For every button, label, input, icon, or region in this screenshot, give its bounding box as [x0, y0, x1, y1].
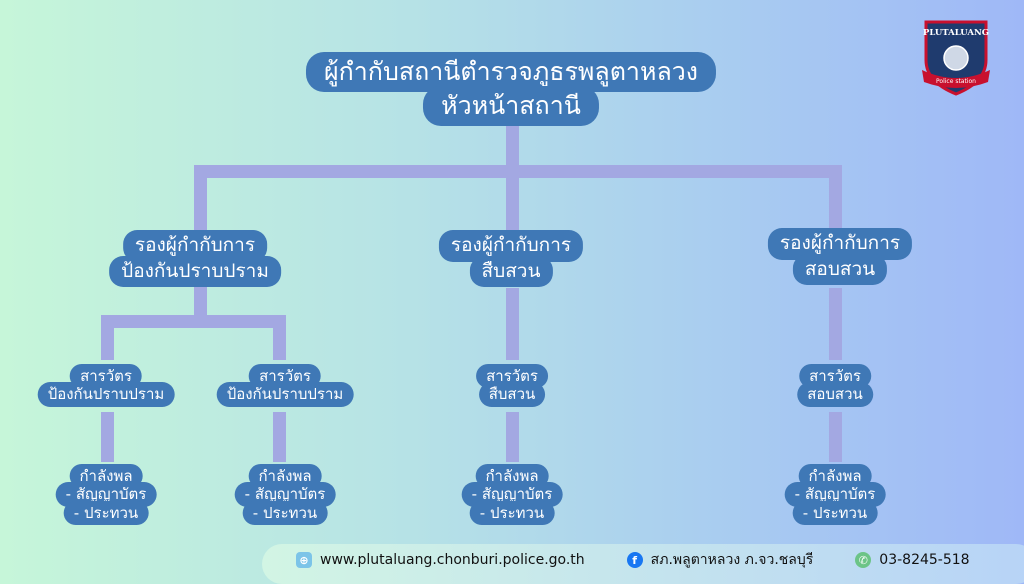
head-title: ผู้กำกับสถานีตำรวจภูธรพลูตาหลวง: [305, 52, 717, 92]
footer-contact-bar: ⊕ www.plutaluang.chonburi.police.go.th f…: [262, 544, 1024, 584]
connector: [829, 412, 842, 462]
staff-node: กำลังพล - สัญญาบัตร - ประทวน: [234, 464, 336, 525]
svg-text:PLUTALUANG: PLUTALUANG: [923, 28, 989, 38]
node-line: ป้องกันปราบปราม: [109, 255, 281, 288]
inspector-node: สารวัตร ป้องกันปราบปราม: [216, 364, 354, 407]
connector: [506, 412, 519, 462]
svg-text:Police station: Police station: [936, 78, 976, 85]
deputy-node-prevention: รองผู้กำกับการ ป้องกันปราบปราม: [109, 230, 281, 288]
connector: [506, 112, 519, 172]
node-line: - ประทวน: [792, 500, 878, 525]
footer-facebook[interactable]: f สภ.พลูตาหลวง ภ.จว.ชลบุรี: [626, 549, 814, 571]
node-line: - ประทวน: [242, 500, 328, 525]
footer-website[interactable]: ⊕ www.plutaluang.chonburi.police.go.th: [296, 552, 585, 568]
footer-phone[interactable]: ✆ 03-8245-518: [855, 552, 970, 568]
phone-icon: ✆: [855, 552, 872, 568]
node-line: สืบสวน: [469, 255, 553, 288]
globe-icon: ⊕: [296, 552, 312, 568]
node-line: สอบสวน: [792, 253, 888, 286]
connector: [101, 412, 114, 462]
inspector-node: สารวัตร ป้องกันปราบปราม: [37, 364, 175, 407]
website-link[interactable]: www.plutaluang.chonburi.police.go.th: [320, 552, 585, 568]
node-line: ป้องกันปราบปราม: [216, 382, 354, 407]
facebook-icon: f: [626, 552, 643, 568]
staff-node: กำลังพล - สัญญาบัตร - ประทวน: [55, 464, 157, 525]
head-subtitle: หัวหน้าสถานี: [423, 85, 599, 126]
connector: [273, 412, 286, 462]
deputy-node-investigation: รองผู้กำกับการ สืบสวน: [438, 230, 584, 288]
node-line: รองผู้กำกับการ: [767, 228, 913, 260]
phone-number[interactable]: 03-8245-518: [879, 552, 970, 568]
deputy-node-inquiry: รองผู้กำกับการ สอบสวน: [767, 228, 913, 286]
connector: [194, 165, 207, 233]
facebook-link[interactable]: สภ.พลูตาหลวง ภ.จว.ชลบุรี: [650, 552, 814, 568]
inspector-node: สารวัตร สืบสวน: [476, 364, 548, 407]
inspector-node: สารวัตร สอบสวน: [797, 364, 873, 407]
connector: [506, 165, 519, 233]
node-line: สืบสวน: [478, 382, 546, 407]
connector: [273, 315, 286, 360]
node-line: สอบสวน: [797, 382, 873, 407]
connector: [829, 288, 842, 360]
staff-node: กำลังพล - สัญญาบัตร - ประทวน: [784, 464, 886, 525]
connector: [829, 165, 842, 233]
police-station-logo: PLUTALUANG Police station: [922, 20, 990, 96]
connector: [101, 315, 114, 360]
node-line: - ประทวน: [469, 500, 555, 525]
connector: [101, 315, 286, 328]
node-line: - ประทวน: [63, 500, 149, 525]
head-node: ผู้กำกับสถานีตำรวจภูธรพลูตาหลวง หัวหน้าส…: [305, 52, 717, 126]
connector: [506, 288, 519, 360]
staff-node: กำลังพล - สัญญาบัตร - ประทวน: [461, 464, 563, 525]
node-line: ป้องกันปราบปราม: [37, 382, 175, 407]
